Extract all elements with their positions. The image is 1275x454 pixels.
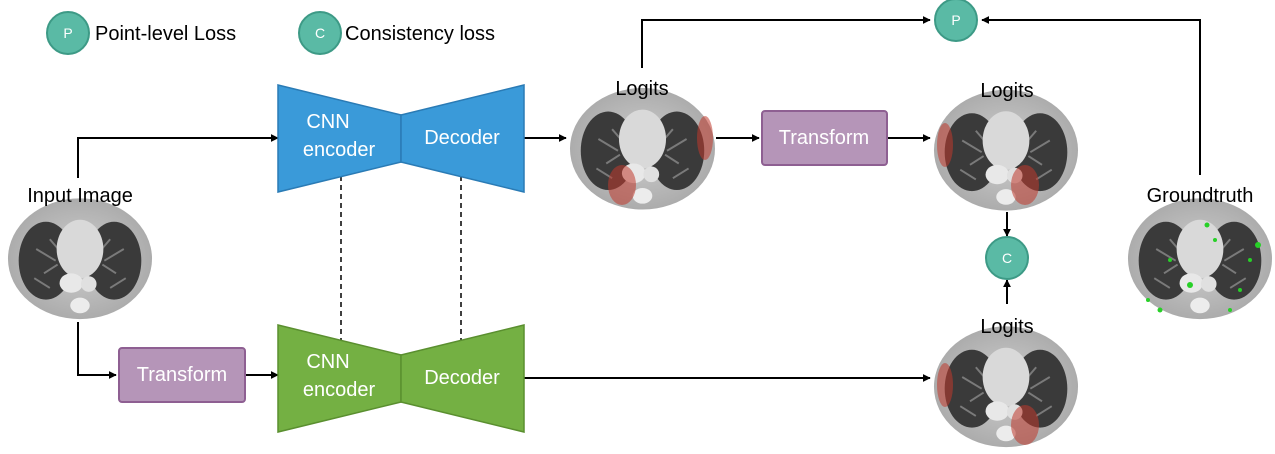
arrow-input-to-top-encoder xyxy=(77,134,279,178)
consistency-loss-legend-label: Consistency loss xyxy=(345,23,495,45)
arrow-groundtruth-to-point-loss xyxy=(981,16,1201,175)
transformed-logits-top-label: Logits xyxy=(980,80,1033,102)
top-network: CNN encoder Decoder xyxy=(277,84,525,193)
consistency-loss-node: C xyxy=(985,236,1029,280)
groundtruth-points xyxy=(1146,222,1261,313)
transformed-logits-bottom-label: Logits xyxy=(980,316,1033,338)
top-encoder-label-line1: CNN xyxy=(306,111,349,133)
consistency-loss-legend-symbol: C xyxy=(315,25,325,41)
groundtruth-label: Groundtruth xyxy=(1147,185,1254,207)
point-loss-legend-label: Point-level Loss xyxy=(95,23,236,45)
point-loss-legend-symbol: P xyxy=(63,25,72,41)
top-encoder-label-line2: encoder xyxy=(303,139,376,161)
point-loss-legend-icon xyxy=(46,11,90,55)
consistency-loss-symbol: C xyxy=(1002,250,1012,266)
input-image: Input Image xyxy=(7,179,153,321)
bottom-encoder-label-line1: CNN xyxy=(306,351,349,373)
transformed-logits-bottom-heatmap-left xyxy=(937,363,953,407)
transform-bottom: Transform xyxy=(118,347,246,403)
legend-point: P Point-level Loss xyxy=(46,11,236,55)
consistency-loss-legend-icon xyxy=(298,11,342,55)
arrow-input-to-bottom-transform xyxy=(77,322,117,379)
bottom-transform-label: Transform xyxy=(137,364,227,386)
transformed-logits-top-heatmap-left xyxy=(937,123,953,167)
bottom-transform-box xyxy=(118,347,246,403)
top-decoder-shape xyxy=(400,84,525,193)
transformed-logits-bottom-heatmap-right xyxy=(1011,405,1039,445)
bottom-decoder-label: Decoder xyxy=(424,367,500,389)
point-loss-circle xyxy=(934,0,978,42)
shared-weights-dashed-lines xyxy=(340,176,462,340)
legend-consistency: C Consistency loss xyxy=(298,11,495,55)
top-logits-label: Logits xyxy=(615,78,668,100)
top-decoder-label: Decoder xyxy=(424,127,500,149)
transformed-logits-top-heatmap-right xyxy=(1011,165,1039,205)
bottom-network: CNN encoder Decoder xyxy=(277,324,525,433)
top-logits-heatmap-right xyxy=(697,116,713,160)
point-loss-node: P xyxy=(934,0,978,42)
arrow-logits-to-point-loss xyxy=(641,16,931,68)
top-transform-label: Transform xyxy=(779,127,869,149)
bottom-decoder-shape xyxy=(400,324,525,433)
top-transform-box xyxy=(761,110,888,166)
consistency-loss-circle xyxy=(985,236,1029,280)
top-logits-heatmap-left xyxy=(608,165,636,205)
top-logits: Logits xyxy=(569,69,716,210)
transformed-logits-bottom: Logits xyxy=(933,307,1079,449)
connectors xyxy=(77,16,1201,382)
input-image-label: Input Image xyxy=(27,185,133,207)
transform-top: Transform xyxy=(761,110,888,166)
point-loss-symbol: P xyxy=(951,12,960,28)
transformed-logits-top: Logits xyxy=(933,71,1079,212)
groundtruth: Groundtruth xyxy=(1127,179,1273,321)
bottom-encoder-label-line2: encoder xyxy=(303,379,376,401)
